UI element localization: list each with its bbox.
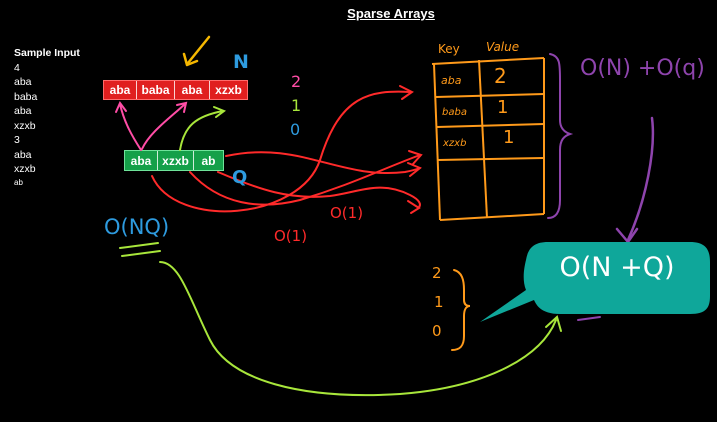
queries-cell: ab <box>201 153 216 168</box>
table-key-aba: aba <box>441 74 462 87</box>
bubble-complexity: O(N +Q) <box>559 252 675 283</box>
sample-input-line: xzxb <box>14 163 36 175</box>
o1-label-a: O(1) <box>330 204 364 222</box>
q-label: Q <box>232 167 248 188</box>
sample-input-line: ab <box>14 177 23 187</box>
table-key-baba: baba <box>442 107 467 118</box>
table-value-xzxb: 1 <box>503 127 515 148</box>
complexity-on-plus-oq: O(N) +O(q) <box>580 56 705 81</box>
strings-cell: baba <box>137 81 175 99</box>
sample-input-line: aba <box>14 105 32 117</box>
table-value-aba: 2 <box>494 64 507 88</box>
count-label-2: 2 <box>291 72 302 91</box>
result-label-2: 2 <box>432 264 442 282</box>
sample-input-line: aba <box>14 76 32 88</box>
sample-input-line: baba <box>14 90 38 103</box>
n-label: N <box>233 51 249 73</box>
result-label-0: 0 <box>432 322 442 340</box>
o1-label-b: O(1) <box>274 227 308 245</box>
table-value-baba: 1 <box>497 97 509 118</box>
sample-input-block: Sample Input 4 aba baba aba xzxb 3 aba x… <box>14 46 80 188</box>
table-key-xzxb: xzxb <box>443 138 467 149</box>
count-label-0: 0 <box>290 120 301 139</box>
sample-input-line: xzxb <box>14 119 36 132</box>
strings-cell: xzxb <box>215 83 242 97</box>
strings-cell: aba <box>175 81 210 99</box>
sample-input-header: Sample Input <box>14 47 80 59</box>
queries-cell: aba <box>125 151 158 170</box>
onq-label: O(NQ) <box>104 215 170 239</box>
count-label-1: 1 <box>291 96 302 115</box>
sample-input-line: aba <box>14 148 32 161</box>
page-title: Sparse Arrays <box>347 6 435 21</box>
result-label-1: 1 <box>434 293 444 311</box>
sample-input-line: 3 <box>14 134 20 146</box>
strings-array: aba baba aba xzxb <box>103 80 248 100</box>
queries-cell: xzxb <box>158 151 194 170</box>
strings-cell: aba <box>104 81 137 99</box>
table-header-value: Value <box>486 40 520 54</box>
table-header-key: Key <box>438 42 460 56</box>
queries-array: aba xzxb ab <box>124 150 224 171</box>
sample-input-line: 4 <box>14 61 20 74</box>
